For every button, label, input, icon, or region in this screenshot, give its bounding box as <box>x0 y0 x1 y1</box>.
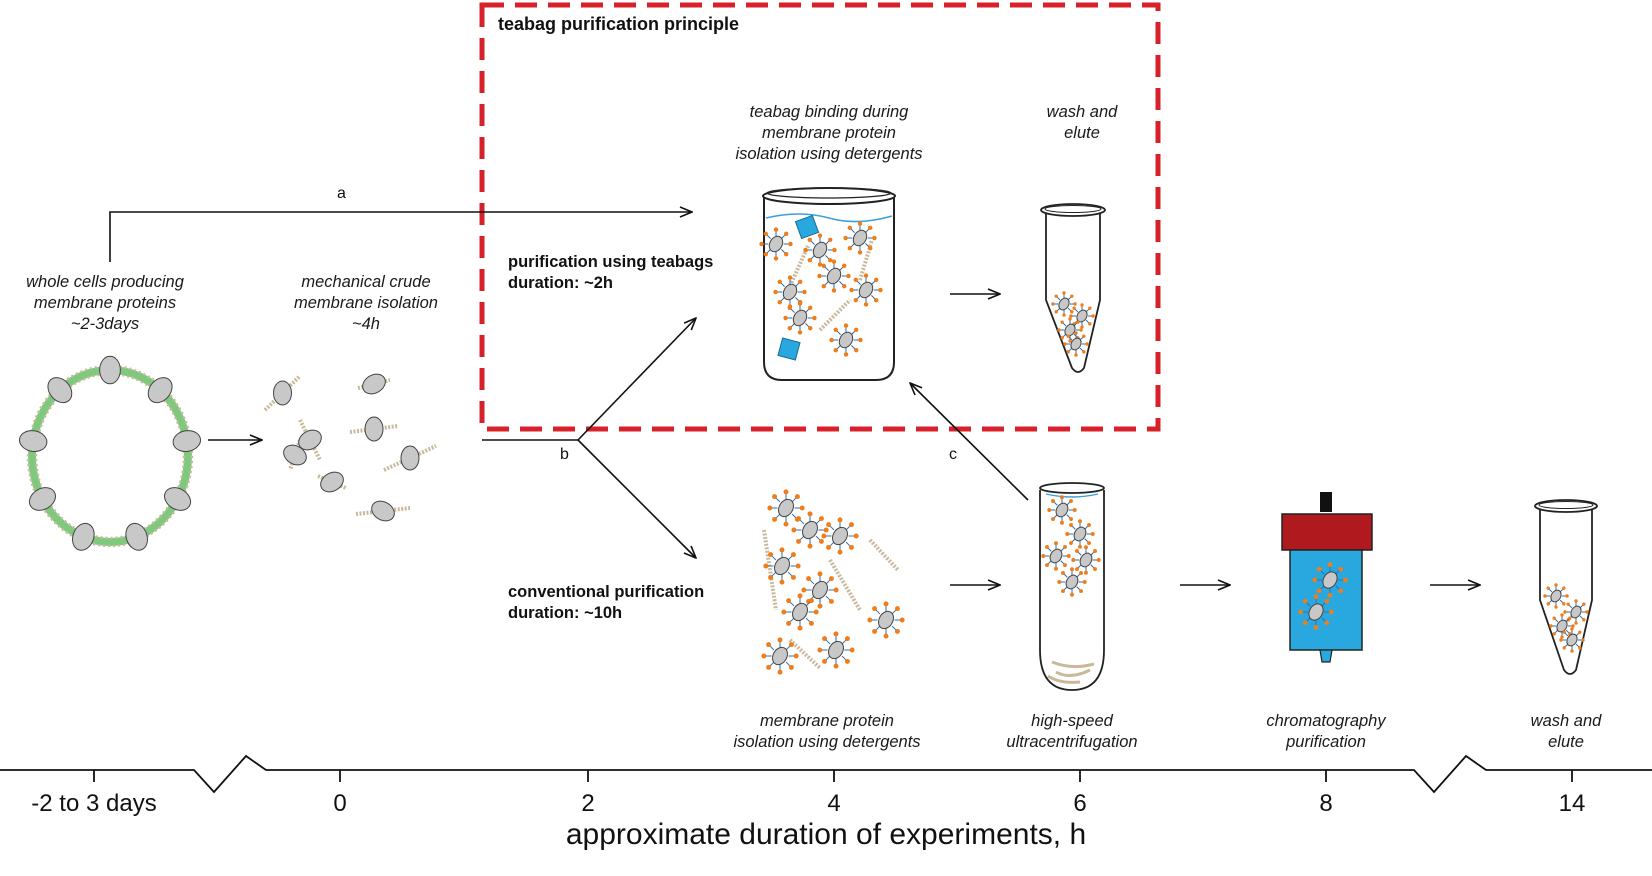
ultracentrifugation-line-1: high-speed <box>1031 712 1113 730</box>
ultracentrifugation-line-2: ultracentrifugation <box>1006 733 1138 751</box>
wash-elute-top-line-1: wash and <box>1046 103 1118 121</box>
whole-cells-line-2: membrane proteins <box>33 294 177 312</box>
crude-membrane-line-3: ~4h <box>352 315 380 333</box>
detergent-isolation-line-2: isolation using detergents <box>733 733 921 751</box>
teabag-binding-line-3: isolation using detergents <box>735 145 923 163</box>
path-label-c: c <box>949 446 957 463</box>
path-c-arrow <box>910 383 1029 501</box>
ultracentrifuge-tube <box>1039 482 1105 691</box>
axis-tick-label: 6 <box>1073 790 1087 817</box>
chromatography-line-2: purification <box>1286 733 1366 751</box>
axis-tick-label: 4 <box>827 790 841 817</box>
teabag-method-name: purification using teabags <box>508 253 714 271</box>
chromatography-label: chromatography purification <box>1246 711 1406 753</box>
path-a-arrow <box>109 212 692 262</box>
wash-elute-bottom-line-1: wash and <box>1530 712 1602 730</box>
axis-tick-label: 2 <box>581 790 595 817</box>
time-axis-line <box>0 754 1652 794</box>
teabag-beaker-illustration <box>759 187 896 381</box>
teabag-binding-line-2: membrane protein <box>762 124 896 142</box>
detergent-isolation-label: membrane protein isolation using deterge… <box>712 711 942 753</box>
wash-elute-bottom-label: wash and elute <box>1506 711 1626 753</box>
crude-membrane-fragments <box>263 373 437 522</box>
detergent-solubilized-proteins <box>761 489 905 675</box>
whole-cells-label: whole cells producing membrane proteins … <box>0 272 210 335</box>
axis-tick-label: 0 <box>333 790 347 817</box>
crude-membrane-line-2: membrane isolation <box>294 294 438 312</box>
teabag-method-duration: duration: ~2h <box>508 274 613 292</box>
path-label-b: b <box>560 446 569 463</box>
conventional-method-duration: duration: ~10h <box>508 604 623 622</box>
elution-tube-bottom <box>1534 499 1598 675</box>
teabag-binding-label: teabag binding during membrane protein i… <box>714 102 944 165</box>
path-label-a: a <box>337 185 346 202</box>
conventional-method-label: conventional purification duration: ~10h <box>508 582 704 624</box>
whole-cells-line-3: ~2-3days <box>70 315 140 333</box>
axis-tick-label: -2 to 3 days <box>31 790 157 817</box>
wash-elute-bottom-line-2: elute <box>1548 733 1584 751</box>
axis-tick-label: 8 <box>1319 790 1333 817</box>
teabag-principle-title: teabag purification principle <box>498 14 740 34</box>
wash-elute-top-line-2: elute <box>1064 124 1100 142</box>
whole-cell-illustration <box>18 355 202 551</box>
detergent-isolation-line-1: membrane protein <box>760 712 894 730</box>
path-b-upper-arrow <box>577 318 696 441</box>
axis-title: approximate duration of experiments, h <box>565 818 1087 851</box>
axis-tick-marks <box>93 770 1573 782</box>
path-b-lower-arrow <box>577 439 696 558</box>
chromatography-line-1: chromatography <box>1266 712 1386 730</box>
chromatography-column <box>1281 492 1373 663</box>
crude-membrane-line-1: mechanical crude <box>301 273 431 291</box>
whole-cells-line-1: whole cells producing <box>26 273 184 291</box>
teabag-method-label: purification using teabags duration: ~2h <box>508 252 713 294</box>
teabag-principle-box <box>479 2 1161 432</box>
elution-tube-top <box>1040 203 1106 373</box>
conventional-method-name: conventional purification <box>508 583 705 601</box>
crude-membrane-label: mechanical crude membrane isolation ~4h <box>266 272 466 335</box>
wash-elute-top-label: wash and elute <box>1022 102 1142 144</box>
axis-tick-label: 14 <box>1558 790 1586 817</box>
ultracentrifugation-label: high-speed ultracentrifugation <box>992 711 1152 753</box>
teabag-binding-line-1: teabag binding during <box>749 103 909 121</box>
